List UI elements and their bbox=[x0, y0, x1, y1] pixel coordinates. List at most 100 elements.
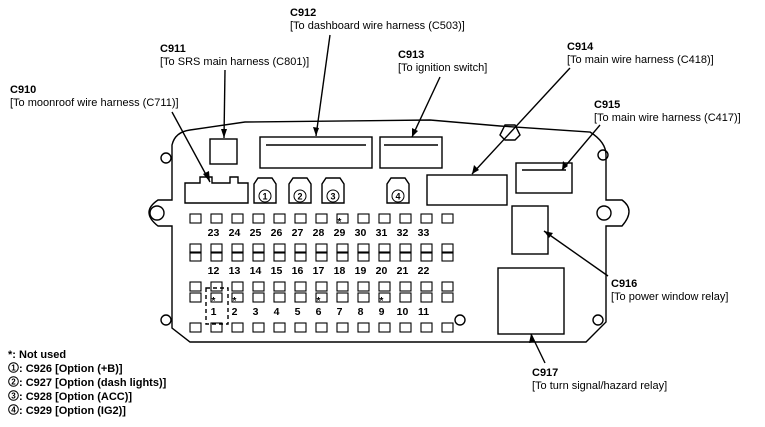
fuse-number: 23 bbox=[208, 227, 220, 239]
circle-3-icon: 3 bbox=[8, 390, 19, 401]
c910-desc: [To moonroof wire harness (C711)] bbox=[10, 97, 179, 109]
option-marker-4: 4 bbox=[391, 189, 405, 203]
fuse-number: 25 bbox=[250, 227, 262, 239]
mount-hole-top-right bbox=[597, 149, 609, 161]
fuse-slot bbox=[399, 243, 412, 254]
fuse-number: 3 bbox=[253, 306, 259, 318]
c916-code: C916 bbox=[611, 278, 638, 290]
option-connector-4-body bbox=[386, 177, 410, 204]
fuse-number: 12 bbox=[208, 265, 220, 277]
fuse-slot bbox=[210, 213, 223, 224]
legend-item: 3: C928 [Option (ACC)] bbox=[8, 390, 166, 404]
fuse-number: 5 bbox=[295, 306, 301, 318]
fuse-number: 8 bbox=[358, 306, 364, 318]
fuse-slot bbox=[252, 292, 265, 303]
fuse-slot bbox=[210, 322, 223, 333]
fuse-slot bbox=[315, 281, 328, 292]
fuse-slot bbox=[441, 251, 454, 262]
fuse-slot bbox=[252, 251, 265, 262]
label-c914: C914 [To main wire harness (C418)] bbox=[567, 41, 714, 67]
fuse-number: 16 bbox=[292, 265, 304, 277]
connector-c914 bbox=[426, 174, 508, 206]
fuse-slot bbox=[399, 292, 412, 303]
fuse-slot bbox=[231, 322, 244, 333]
fuse-number: 28 bbox=[313, 227, 325, 239]
fuse-slot bbox=[294, 251, 307, 262]
mount-hole-bottom-middle bbox=[454, 314, 466, 326]
fuse-slot bbox=[231, 281, 244, 292]
legend: *: Not used 1: C926 [Option (+B)] 2: C92… bbox=[8, 348, 166, 418]
fuse-slot bbox=[189, 292, 202, 303]
c917-code: C917 bbox=[532, 367, 559, 379]
connector-c912 bbox=[259, 136, 373, 169]
option-marker-3: 3 bbox=[326, 189, 340, 203]
fuse-slot bbox=[399, 322, 412, 333]
fuse-slot bbox=[231, 243, 244, 254]
leader-c912 bbox=[315, 34, 331, 137]
fuse-slot bbox=[315, 243, 328, 254]
option-connector-3-body bbox=[321, 177, 345, 204]
fuse-slot bbox=[399, 213, 412, 224]
fuse-slot bbox=[357, 213, 370, 224]
fuse-slot bbox=[420, 213, 433, 224]
fuse-slot bbox=[378, 281, 391, 292]
fuse-slot bbox=[294, 243, 307, 254]
legend-marker: 1 bbox=[11, 364, 16, 373]
mount-hole-right bbox=[596, 205, 612, 221]
fuse-slot bbox=[336, 292, 349, 303]
fuse-slot bbox=[336, 322, 349, 333]
mount-hole-top-left bbox=[160, 152, 172, 164]
c914-code: C914 bbox=[567, 41, 594, 53]
legend-text: : C926 [Option (+B)] bbox=[19, 363, 123, 375]
fuse-slot bbox=[378, 251, 391, 262]
fuse-number: 29 bbox=[334, 227, 346, 239]
fuse-slot bbox=[189, 213, 202, 224]
fuse-number: 31 bbox=[376, 227, 388, 239]
fuse-slot bbox=[420, 292, 433, 303]
c912-desc: [To dashboard wire harness (C503)] bbox=[290, 20, 465, 32]
legend-marker: 4 bbox=[11, 406, 16, 415]
fuse-slot bbox=[441, 281, 454, 292]
legend-item: 1: C926 [Option (+B)] bbox=[8, 362, 166, 376]
fuse-slot bbox=[210, 243, 223, 254]
connector-c915 bbox=[515, 162, 573, 194]
fuse-slot bbox=[420, 251, 433, 262]
c915-code: C915 bbox=[594, 99, 621, 111]
fuse-slot bbox=[210, 281, 223, 292]
fuse-number: 24 bbox=[229, 227, 241, 239]
fuse-slot bbox=[315, 213, 328, 224]
circle-1-icon: 1 bbox=[8, 362, 19, 373]
option-marker-number: 3 bbox=[330, 192, 335, 202]
fuse-slot bbox=[336, 281, 349, 292]
fuse-slot bbox=[294, 213, 307, 224]
fuse-slot bbox=[273, 251, 286, 262]
leader-c910 bbox=[171, 111, 211, 183]
fuse-number: 26 bbox=[271, 227, 283, 239]
legend-text: : C929 [Option (IG2)] bbox=[19, 405, 126, 417]
mount-hole-bottom-right bbox=[592, 314, 604, 326]
leader-c914 bbox=[471, 67, 571, 175]
label-c910: C910 [To moonroof wire harness (C711)] bbox=[10, 84, 179, 110]
label-c913: C913 [To ignition switch] bbox=[398, 49, 487, 75]
label-c917: C917 [To turn signal/hazard relay] bbox=[532, 367, 667, 393]
fuse-slot bbox=[315, 251, 328, 262]
fuse-slot bbox=[420, 281, 433, 292]
fuse-slot bbox=[252, 322, 265, 333]
fuse-number: 22 bbox=[418, 265, 430, 277]
fuse-box-outline bbox=[148, 119, 630, 343]
fuse-number: 13 bbox=[229, 265, 241, 277]
leader-c913 bbox=[411, 76, 441, 138]
c913-code: C913 bbox=[398, 49, 425, 61]
fuse-1-highlight bbox=[205, 287, 229, 325]
c911-code: C911 bbox=[160, 43, 186, 55]
not-used-marker: * bbox=[338, 217, 342, 228]
c912-code: C912 bbox=[290, 7, 317, 19]
connector-c911 bbox=[209, 138, 238, 165]
leader-c911 bbox=[223, 69, 226, 139]
legend-marker: 3 bbox=[11, 392, 16, 401]
fuse-slot bbox=[441, 213, 454, 224]
fuse-slot bbox=[189, 281, 202, 292]
fuse-number: 27 bbox=[292, 227, 304, 239]
option-marker-1: 1 bbox=[258, 189, 272, 203]
